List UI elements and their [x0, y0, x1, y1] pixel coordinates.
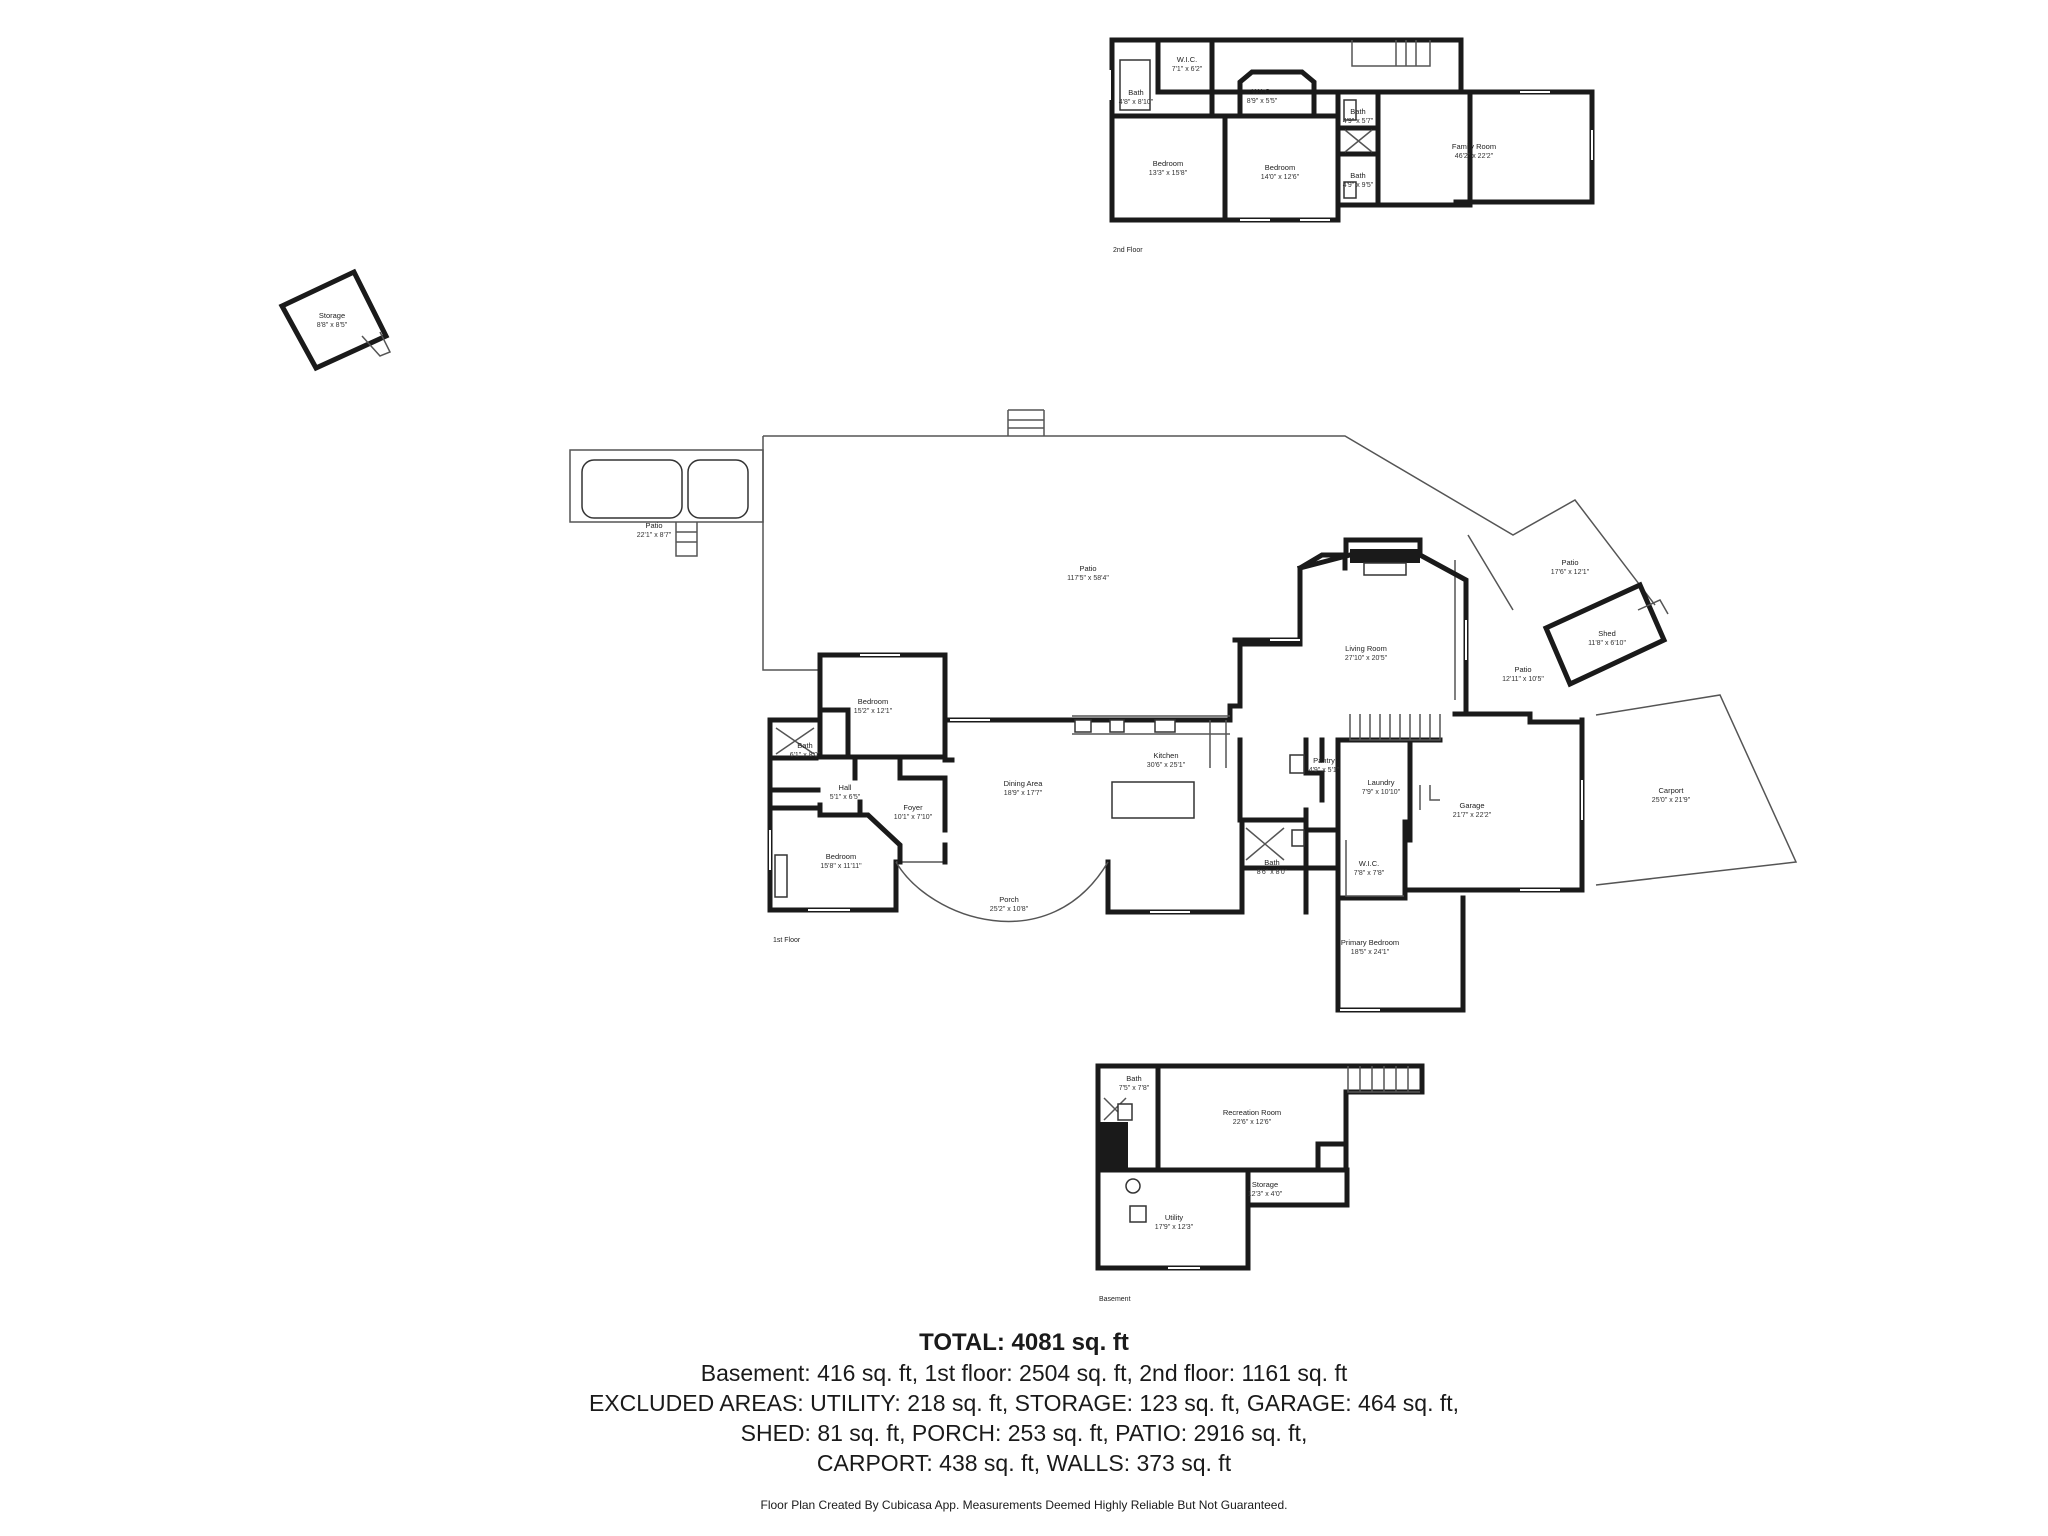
f2-family-name: Family Room: [1452, 142, 1496, 151]
f1-bedroom2-name: Bedroom: [826, 852, 856, 861]
shed-dim: 11'8" x 6'10": [1588, 640, 1626, 647]
basement-bath-dim: 7'5" x 7'8": [1119, 1085, 1150, 1092]
f2-bath2-dim: 4'9" x 5'7": [1343, 118, 1374, 125]
recreation-dim: 22'6" x 12'6": [1233, 1119, 1272, 1126]
primary-dim: 18'5" x 24'1": [1351, 949, 1390, 956]
porch-name: Porch: [999, 895, 1019, 904]
basement-storage-dim: 12'3" x 4'0": [1248, 1191, 1283, 1198]
second-floor-plan: Bath 4'8" x 8'10" W.I.C. 7'1" x 6'2" W.I…: [1109, 37, 1595, 254]
patio-mid-dim: 12'11" x 10'5": [1502, 676, 1544, 683]
f2-bath3-name: Bath: [1350, 171, 1365, 180]
primary-name: Primary Bedroom: [1341, 938, 1399, 947]
basement-bath-name: Bath: [1126, 1074, 1141, 1083]
basement-storage-name: Storage: [1252, 1180, 1278, 1189]
foyer-name: Foyer: [903, 803, 923, 812]
f1-bedroom2-dim: 15'8" x 11'11": [820, 863, 862, 870]
f2-wic2-dim: 8'9" x 5'5": [1247, 98, 1278, 105]
f2-wic1-dim: 7'1" x 6'2": [1172, 66, 1203, 73]
f2-bath1-name: Bath: [1128, 88, 1143, 97]
laundry-dim: 7'9" x 10'10": [1362, 789, 1401, 796]
shed-name: Shed: [1598, 629, 1616, 638]
garage-name: Garage: [1459, 801, 1484, 810]
patio-right-dim: 17'6" x 12'1": [1551, 569, 1590, 576]
f2-wic1-name: W.I.C.: [1177, 55, 1197, 64]
kitchen-dim: 30'6" x 25'1": [1147, 762, 1186, 769]
f2-bedroom2-name: Bedroom: [1265, 163, 1295, 172]
patio-small-dim: 22'1" x 8'7": [637, 532, 672, 539]
f2-bath3-dim: 4'9" x 9'5": [1343, 182, 1374, 189]
f1-bath2-name: Bath: [1264, 858, 1279, 867]
pantry-dim: 4'9" x 5'1": [1309, 767, 1340, 774]
basement-floor-label: Basement: [1099, 1296, 1131, 1303]
patio-large-name: Patio: [1079, 564, 1096, 573]
f1-wic-dim: 7'8" x 7'8": [1354, 870, 1385, 877]
utility-dim: 17'9" x 12'3": [1155, 1224, 1194, 1231]
floor-areas: Basement: 416 sq. ft, 1st floor: 2504 sq…: [700, 1360, 1348, 1386]
patio-mid-name: Patio: [1514, 665, 1531, 674]
dining-name: Dining Area: [1004, 779, 1044, 788]
carport-name: Carport: [1658, 786, 1684, 795]
f2-family-dim: 46'2" x 22'2": [1455, 153, 1494, 160]
kitchen-name: Kitchen: [1153, 751, 1178, 760]
first-floor-plan: Patio 22'1" x 8'7" Patio 117'5" x 58'4" …: [569, 409, 1798, 1013]
excluded-areas-3: CARPORT: 438 sq. ft, WALLS: 373 sq. ft: [816, 1450, 1232, 1476]
basement-plan: Bath 7'5" x 7'8" Recreation Room 22'6" x…: [1095, 1063, 1425, 1303]
f1-bath1-name: Bath: [797, 741, 812, 750]
area-summary: TOTAL: 4081 sq. ft Basement: 416 sq. ft,…: [0, 1328, 2048, 1478]
patio-large-dim: 117'5" x 58'4": [1067, 575, 1109, 582]
f1-wic-name: W.I.C.: [1359, 859, 1379, 868]
dining-dim: 18'9" x 17'7": [1004, 790, 1043, 797]
disclaimer: Floor Plan Created By Cubicasa App. Meas…: [760, 1498, 1288, 1512]
living-dim: 27'10" x 20'5": [1345, 655, 1388, 662]
f2-bedroom1-name: Bedroom: [1153, 159, 1183, 168]
excluded-areas-2: SHED: 81 sq. ft, PORCH: 253 sq. ft, PATI…: [740, 1420, 1308, 1446]
garage-dim: 21'7" x 22'2": [1453, 812, 1492, 819]
recreation-name: Recreation Room: [1223, 1108, 1281, 1117]
laundry-name: Laundry: [1367, 778, 1394, 787]
foyer-dim: 10'1" x 7'10": [894, 814, 933, 821]
first-floor-label: 1st Floor: [773, 937, 801, 944]
storage-shed-plan: Storage 8'8" x 8'5": [278, 268, 392, 372]
f2-wic2-name: W.I.C.: [1252, 87, 1272, 96]
hall-dim: 5'1" x 6'5": [830, 794, 861, 801]
f2-bath2-name: Bath: [1350, 107, 1365, 116]
f1-bath2-dim: 8'6" x 8'0": [1257, 869, 1288, 876]
f2-bedroom1-dim: 13'3" x 15'8": [1149, 170, 1188, 177]
f1-bedroom1-name: Bedroom: [858, 697, 888, 706]
excluded-areas-1: EXCLUDED AREAS: UTILITY: 218 sq. ft, STO…: [588, 1390, 1460, 1416]
storage-shed-dim: 8'8" x 8'5": [317, 322, 348, 329]
utility-name: Utility: [1165, 1213, 1184, 1222]
patio-small-name: Patio: [645, 521, 662, 530]
patio-right-name: Patio: [1561, 558, 1578, 567]
f1-bedroom1-dim: 15'2" x 12'1": [854, 708, 893, 715]
storage-shed-name: Storage: [319, 311, 345, 320]
f1-bath1-dim: 6'1" x 8'0": [790, 752, 821, 759]
f2-bath1-dim: 4'8" x 8'10": [1119, 99, 1154, 106]
porch-dim: 25'2" x 10'8": [990, 906, 1029, 913]
carport-dim: 25'0" x 21'9": [1652, 797, 1691, 804]
f2-bedroom2-dim: 14'0" x 12'6": [1261, 174, 1300, 181]
second-floor-label: 2nd Floor: [1113, 247, 1143, 254]
total-area: TOTAL: 4081 sq. ft: [919, 1329, 1129, 1356]
hall-name: Hall: [839, 783, 852, 792]
pantry-name: Pantry: [1313, 756, 1335, 765]
living-name: Living Room: [1345, 644, 1387, 653]
